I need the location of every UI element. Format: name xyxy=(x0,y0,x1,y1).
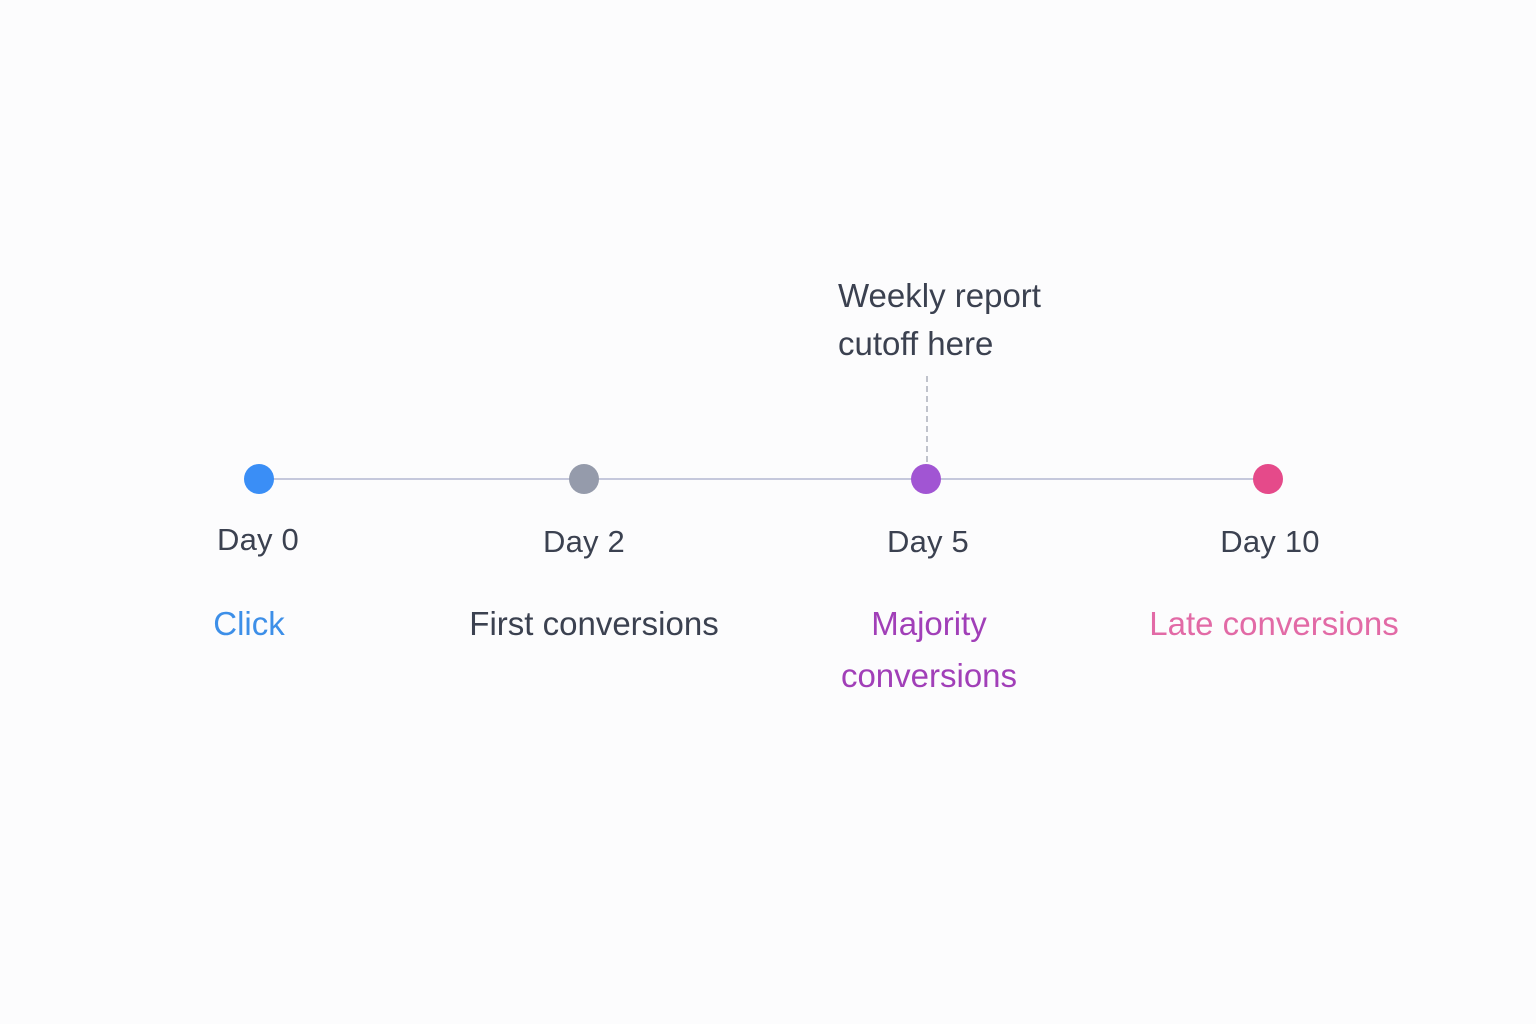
report-cutoff-marker xyxy=(926,376,928,462)
milestone-dot-day-5 xyxy=(911,464,941,494)
milestone-day-label: Day 10 xyxy=(1220,524,1320,559)
milestone-event-line1: Majority xyxy=(871,605,987,642)
milestone-event-label: Majority conversions xyxy=(841,598,1017,702)
milestone-event-label: Late conversions xyxy=(1149,598,1398,650)
cutoff-annotation: Weekly report cutoff here xyxy=(838,272,1041,368)
milestone-event-line1: Late conversions xyxy=(1149,605,1399,642)
milestone-day-label: Day 0 xyxy=(217,522,299,557)
milestone-event-line1: Click xyxy=(213,605,285,642)
milestone-event-label: Click xyxy=(213,598,285,650)
cutoff-annotation-line2: cutoff here xyxy=(838,325,994,362)
cutoff-annotation-line1: Weekly report xyxy=(838,277,1041,314)
timeline-axis xyxy=(259,478,1269,480)
milestone-dot-day-2 xyxy=(569,464,599,494)
milestone-dot-day-10 xyxy=(1253,464,1283,494)
milestone-event-line1: First conversions xyxy=(469,605,719,642)
milestone-day-label: Day 2 xyxy=(543,524,625,559)
milestone-event-line2: conversions xyxy=(840,657,1018,694)
milestone-event-label: First conversions xyxy=(469,598,718,650)
milestone-day-label: Day 5 xyxy=(887,524,969,559)
milestone-dot-day-0 xyxy=(244,464,274,494)
